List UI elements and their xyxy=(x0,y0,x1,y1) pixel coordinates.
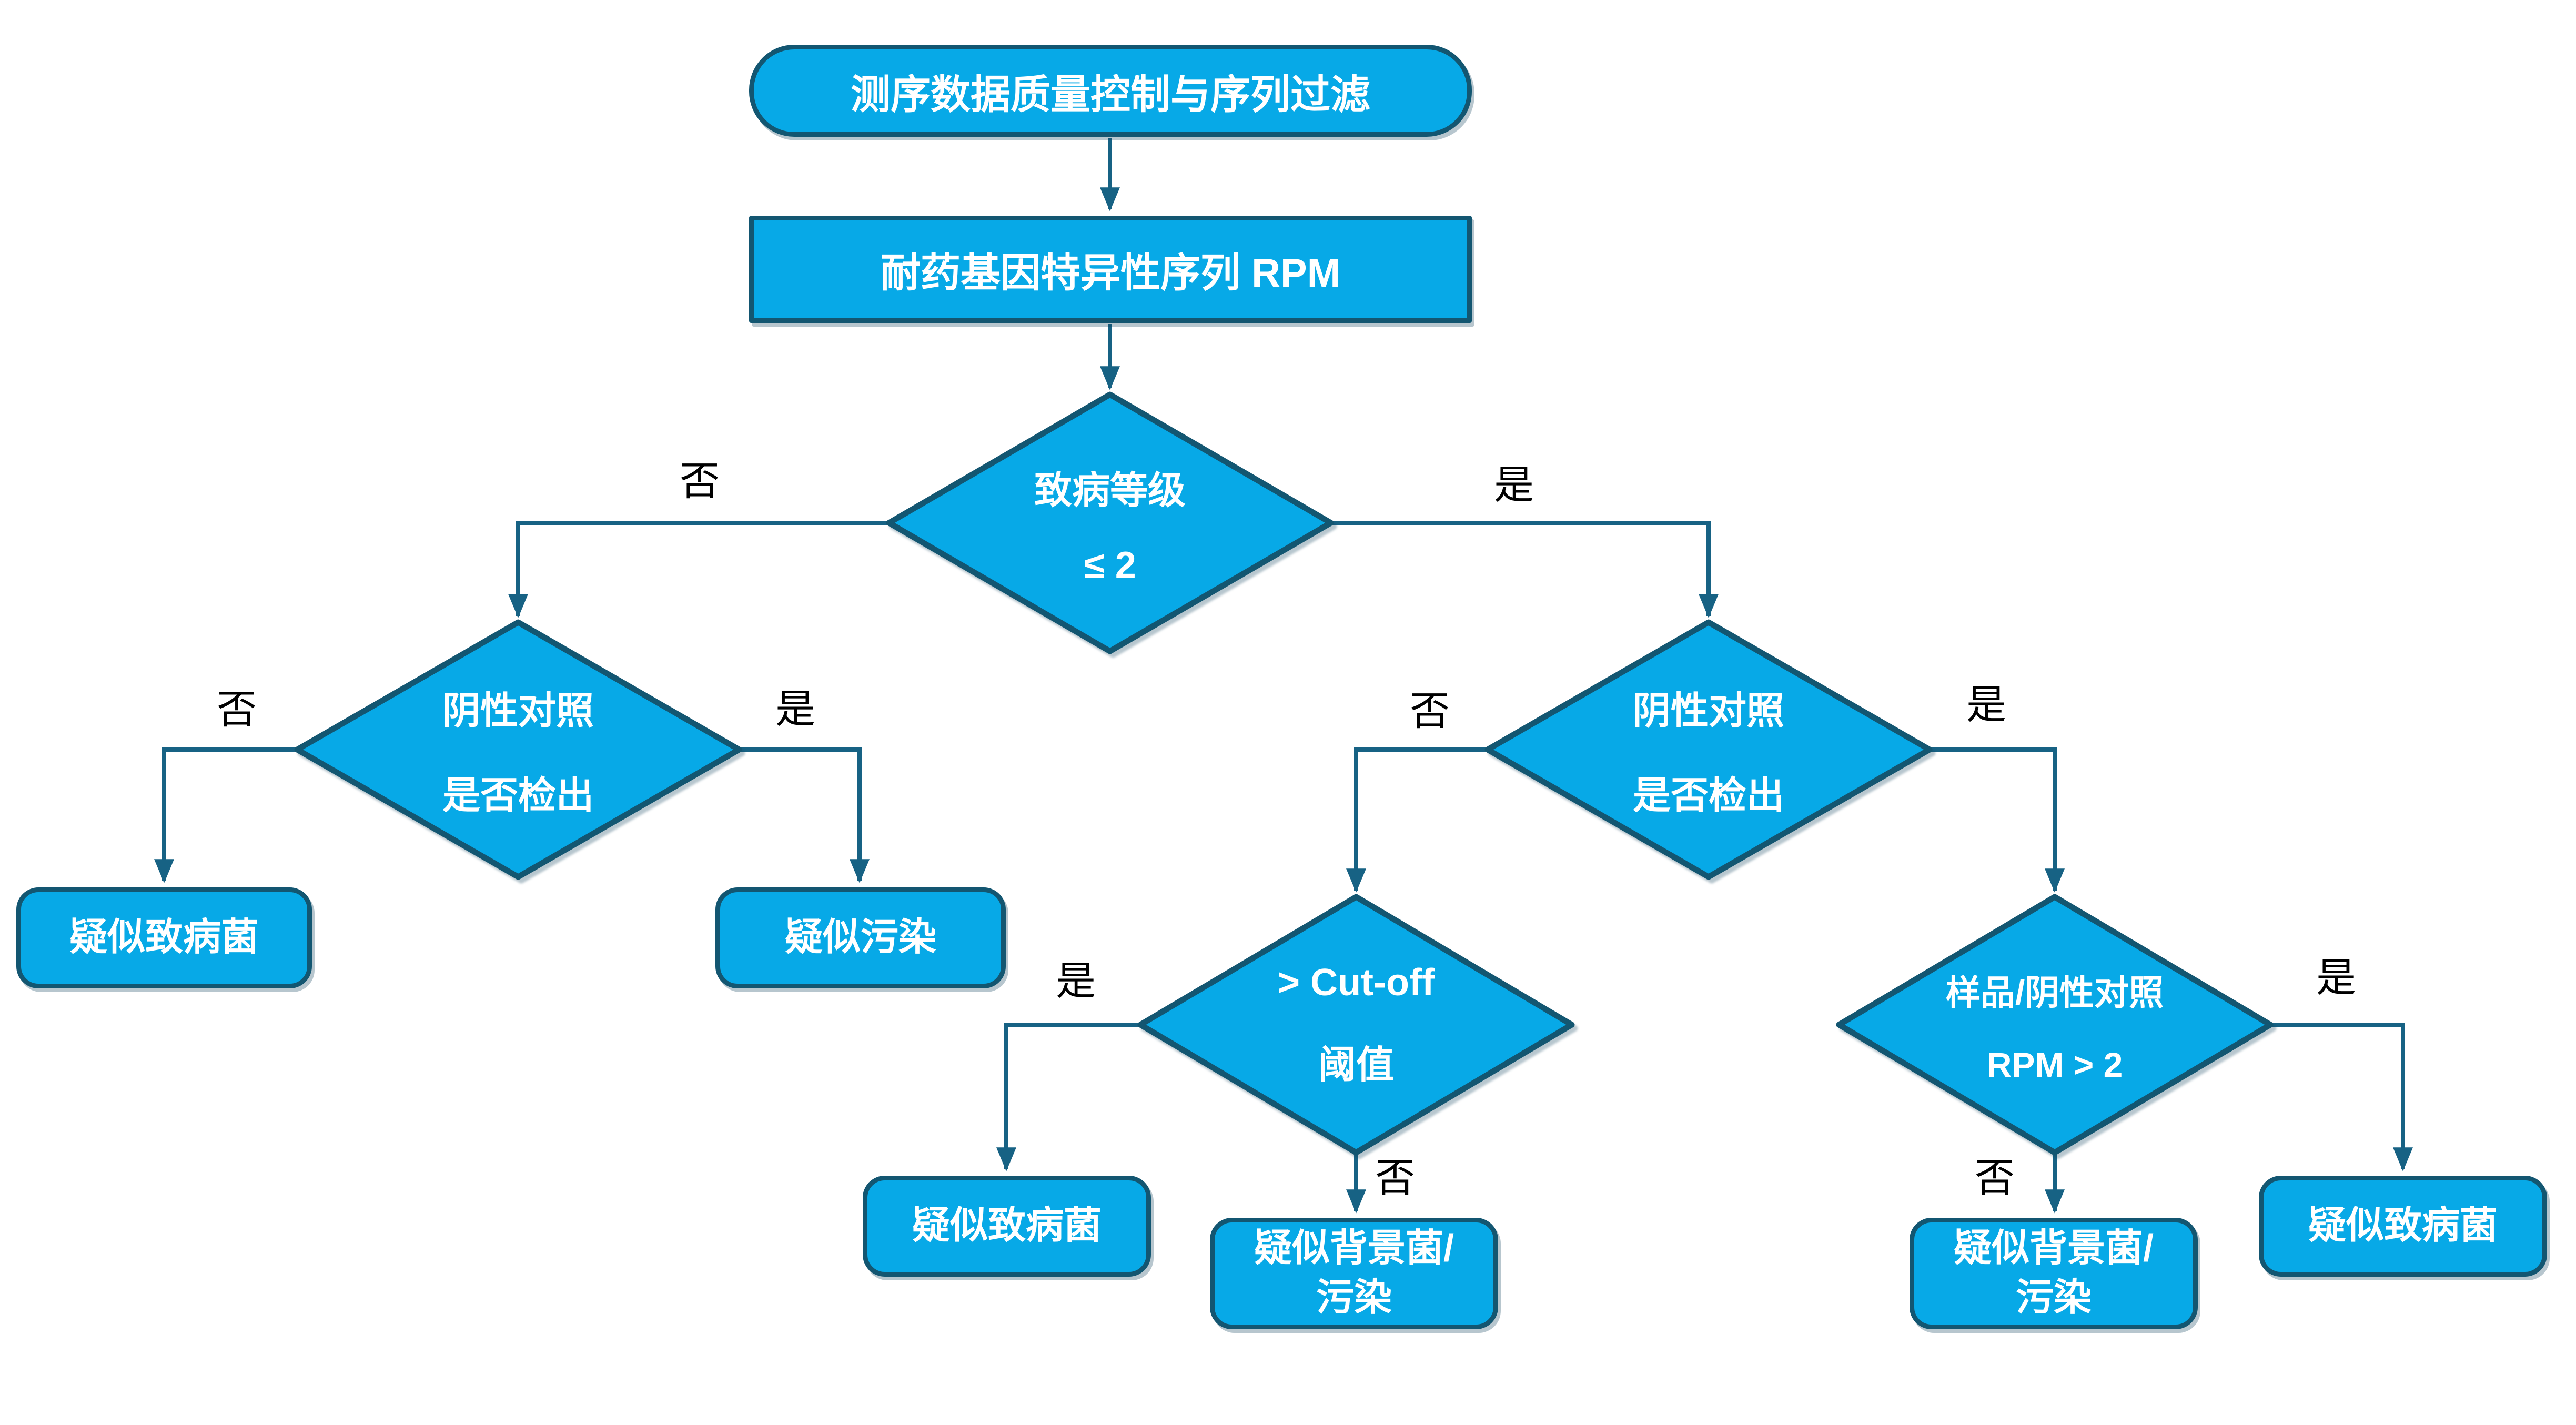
result-suspected-background-mid-line2: 污染 xyxy=(1316,1277,1392,1319)
edge-label-ratio-no-text: 否 xyxy=(1975,1154,2015,1201)
result-suspected-pathogen-mid-box: 疑似致病菌 xyxy=(863,1176,1151,1277)
edge-label-ratio-no: 否 xyxy=(1953,1143,2037,1206)
node-rpm: 耐药基因特异性序列 RPM xyxy=(749,216,1472,323)
edge-label-cutoff-yes: 是 xyxy=(1034,946,1118,1009)
edge-label-neg-left-no-text: 否 xyxy=(217,686,257,733)
edge-label-neg-left-no: 否 xyxy=(195,674,279,737)
result-suspected-pathogen-mid-label: 疑似致病菌 xyxy=(912,1205,1102,1247)
result-suspected-background-mid-box: 疑似背景菌/ 污染 xyxy=(1210,1218,1498,1329)
edge-label-cutoff-yes-text: 是 xyxy=(1056,957,1096,1004)
edge-label-level-yes: 是 xyxy=(1472,450,1556,513)
edge-label-neg-right-no-text: 否 xyxy=(1410,688,1450,734)
edge-label-neg-right-no: 否 xyxy=(1388,676,1472,739)
edge-label-neg-right-yes: 是 xyxy=(1944,670,2028,733)
result-suspected-pathogen-right-label: 疑似致病菌 xyxy=(2308,1205,2498,1247)
result-suspected-pathogen-right-box: 疑似致病菌 xyxy=(2259,1176,2547,1277)
decision-pathogenic-level-diamond xyxy=(886,391,1334,654)
edge-label-cutoff-no: 否 xyxy=(1353,1143,1437,1206)
edge-label-neg-left-yes-text: 是 xyxy=(775,685,815,732)
decision-negative-control-right-diamond xyxy=(1484,619,1933,880)
result-suspected-contamination-label: 疑似污染 xyxy=(784,916,936,959)
node-rpm-label: 耐药基因特异性序列 RPM xyxy=(881,251,1340,296)
node-start-label: 测序数据质量控制与序列过滤 xyxy=(851,72,1370,117)
edge-neg-right-yes xyxy=(1930,747,2065,893)
result-suspected-background-mid-line1: 疑似背景菌/ xyxy=(1254,1227,1454,1270)
edge-neg-left-no xyxy=(154,747,297,883)
edge-cutoff-yes xyxy=(996,1023,1140,1171)
edge-label-neg-left-yes: 是 xyxy=(753,674,837,737)
edge-label-level-no: 否 xyxy=(658,446,742,509)
edge-neg-left-yes xyxy=(739,747,870,883)
result-suspected-background-right-box: 疑似背景菌/ 污染 xyxy=(1910,1218,2198,1329)
node-start: 测序数据质量控制与序列过滤 xyxy=(749,45,1472,137)
edge-level-no xyxy=(508,521,889,618)
edge-label-ratio-yes: 是 xyxy=(2294,943,2378,1006)
edge-label-neg-right-yes-text: 是 xyxy=(1966,681,2006,728)
result-suspected-contamination-box: 疑似污染 xyxy=(715,887,1006,988)
edge-label-ratio-yes-text: 是 xyxy=(2316,954,2356,1001)
result-suspected-background-right-line2: 污染 xyxy=(2015,1277,2092,1319)
edge-label-cutoff-no-text: 否 xyxy=(1375,1154,1415,1201)
edge-label-level-no-text: 否 xyxy=(680,458,720,504)
edge-label-level-yes-text: 是 xyxy=(1494,461,1534,508)
decision-cutoff-diamond xyxy=(1137,894,1575,1156)
result-suspected-pathogen-left-label: 疑似致病菌 xyxy=(69,916,259,959)
edge-level-yes xyxy=(1331,521,1719,618)
result-suspected-background-right-line1: 疑似背景菌/ xyxy=(1953,1227,2154,1270)
edge-neg-right-no xyxy=(1346,747,1488,893)
result-suspected-pathogen-left-box: 疑似致病菌 xyxy=(16,887,312,988)
edge-ratio-yes xyxy=(2270,1023,2413,1171)
decision-rpm-ratio-diamond xyxy=(1836,894,2274,1156)
decision-negative-control-left-diamond xyxy=(294,619,742,880)
